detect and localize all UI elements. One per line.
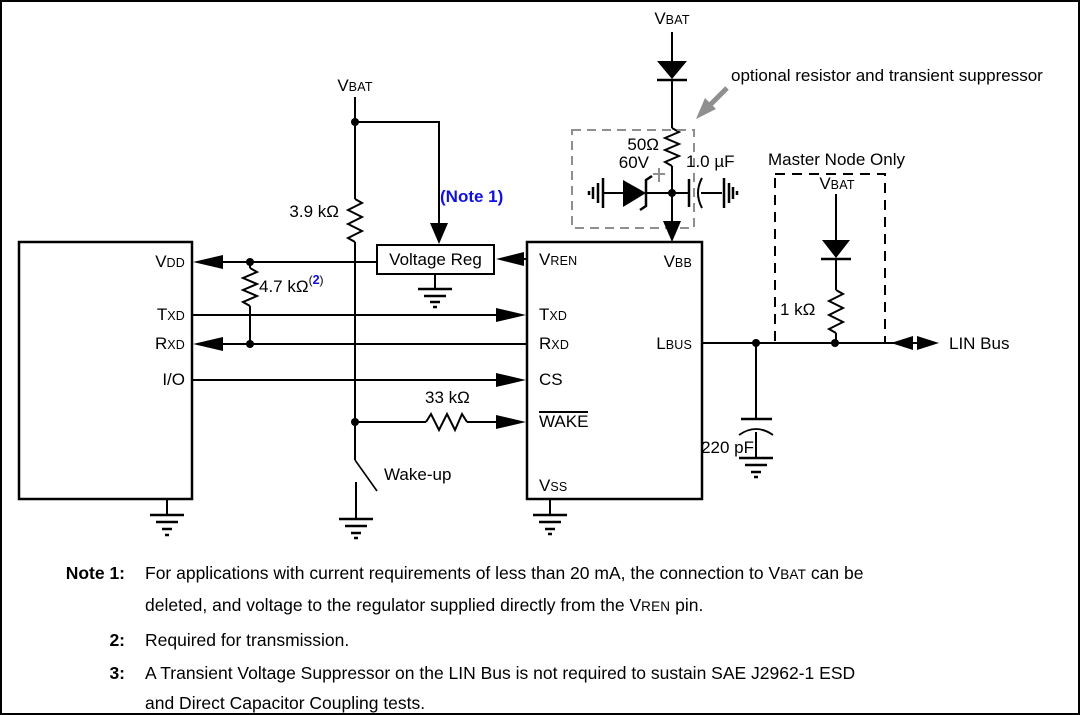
- resistor-50ohm: [662, 127, 682, 167]
- pin-cs: CS: [539, 370, 563, 389]
- capacitor-1uF-label: 1.0 µF: [686, 152, 735, 171]
- junction-dots: [246, 118, 839, 426]
- note-2-label: 2:: [109, 630, 125, 650]
- resistor-33k-label: 33 kΩ: [425, 388, 470, 407]
- note-2: 2: Required for transmission.: [59, 625, 1049, 655]
- capacitor-1uF: [687, 177, 703, 209]
- resistor-4p7k: [240, 267, 260, 307]
- diode-top-vbat: [657, 61, 687, 82]
- lin-bus-label: LIN Bus: [949, 334, 1010, 353]
- note-3-label: 3:: [109, 663, 125, 683]
- optional-components-label: optional resistor and transient suppress…: [731, 66, 1043, 85]
- pin-vdd: VDD: [155, 252, 185, 271]
- note-1: Note 1: For applications with current re…: [59, 558, 1049, 622]
- pin-rxd-right: RXD: [539, 334, 570, 353]
- ground-220pF: [739, 456, 773, 479]
- note-3-text: A Transient Voltage Suppressor on the LI…: [145, 663, 856, 713]
- resistor-1k: [826, 289, 846, 334]
- resistor-3p9k: [345, 198, 365, 243]
- diode-master-node: [821, 240, 851, 261]
- wakeup-switch: [354, 459, 378, 492]
- vbat-label-top: VBAT: [654, 9, 690, 28]
- resistor-4p7k-label: 4.7 kΩ(2): [259, 273, 324, 296]
- callout-arrow: [696, 86, 729, 119]
- ground-voltage-reg: [418, 287, 452, 309]
- note-3: 3: A Transient Voltage Suppressor on the…: [59, 658, 1049, 713]
- voltage-reg-label: Voltage Reg: [389, 249, 482, 269]
- zener-diode-60v: [623, 174, 653, 212]
- vbat-label-mid: VBAT: [337, 76, 373, 95]
- master-node-dashed-box: [774, 173, 886, 344]
- pin-vren: VREN: [539, 250, 578, 269]
- pin-lbus: LBUS: [656, 334, 692, 353]
- pin-rxd-left: RXD: [154, 334, 185, 353]
- resistor-3p9k-label: 3.9 kΩ: [289, 202, 339, 221]
- signal-arrowheads: [193, 221, 939, 429]
- capacitor-220pF-label: 220 pF: [701, 438, 754, 457]
- figure-notes: Note 1: For applications with current re…: [59, 558, 1049, 713]
- wakeup-label: Wake-up: [384, 465, 452, 484]
- master-node-label: Master Node Only: [768, 150, 905, 169]
- note-1-text: For applications with current requiremen…: [145, 563, 864, 615]
- pin-txd-right: TXD: [539, 305, 568, 324]
- ground-wakeup-switch: [339, 517, 373, 540]
- pin-vbb: VBB: [663, 252, 692, 271]
- note-1-label: Note 1:: [65, 563, 125, 583]
- pin-txd-left: TXD: [156, 305, 185, 324]
- pin-io: I/O: [162, 370, 185, 389]
- pin-vss: VSS: [539, 476, 568, 495]
- vbat-label-master: VBAT: [819, 174, 855, 193]
- ground-vss: [533, 513, 567, 536]
- block-outlines: [17, 240, 704, 501]
- zener-60v-label: 60V: [618, 153, 649, 172]
- ground-left-block: [150, 513, 184, 537]
- note1-reference: (Note 1): [440, 187, 504, 206]
- ground-zener-side: [587, 178, 605, 208]
- capacitor-220pF: [738, 417, 774, 436]
- resistor-1k-label: 1 kΩ: [780, 300, 816, 319]
- resistor-50ohm-label: 50Ω: [627, 135, 659, 154]
- pin-wake: WAKE: [539, 411, 589, 431]
- ground-cap-side: [722, 178, 739, 208]
- resistor-33k: [425, 411, 468, 433]
- optional-components-dashed-box: [571, 129, 695, 229]
- note-2-text: Required for transmission.: [145, 630, 350, 650]
